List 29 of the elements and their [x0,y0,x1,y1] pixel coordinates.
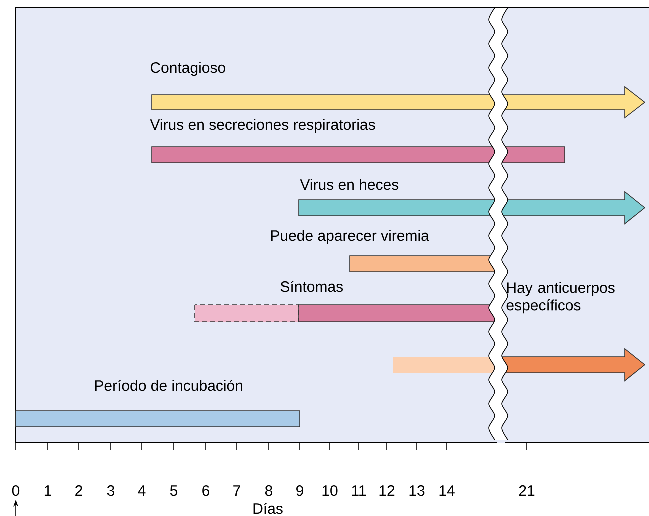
tick-label: 11 [352,486,366,496]
tick-label: 4 [138,486,146,496]
tick-label: 8 [266,486,273,496]
tick-label: 1 [44,486,52,496]
tick-label: 13 [410,486,425,496]
tick-label: 7 [234,486,240,496]
axis-title: Días [254,502,283,514]
tick-label: 14 [440,486,455,496]
timeline-bar: Virus en secreciones respiratorias [150,119,566,164]
node-label: Síntomas [280,280,344,292]
tick-label: 5 [170,486,178,496]
node-label: Virus en secreciones respiratorias [150,119,376,134]
timeline-bar: Puede aparecer viremia [271,230,498,272]
timeline-bar: Virus en heces [298,179,646,225]
timeline-bar: Período de incubación [16,380,300,428]
node-label: Virus en heces [300,179,399,190]
tick-label: 10 [322,486,338,496]
tick-label: 0 [12,486,20,496]
node-label: Puede aparecer viremia [271,230,430,244]
tick-label: 12 [380,486,395,496]
tick-label: 6 [202,486,210,496]
tick-label: 2 [76,486,82,496]
node-label: Hay anticuerpos específicos [506,282,615,314]
timeline-bar: Contagioso [150,62,646,119]
tick-label: 21 [519,486,535,496]
node-label: Contagioso [150,62,226,76]
tick-label: 9 [296,486,304,496]
node-label: Período de incubación [95,380,242,392]
tick-label: 3 [107,486,115,496]
